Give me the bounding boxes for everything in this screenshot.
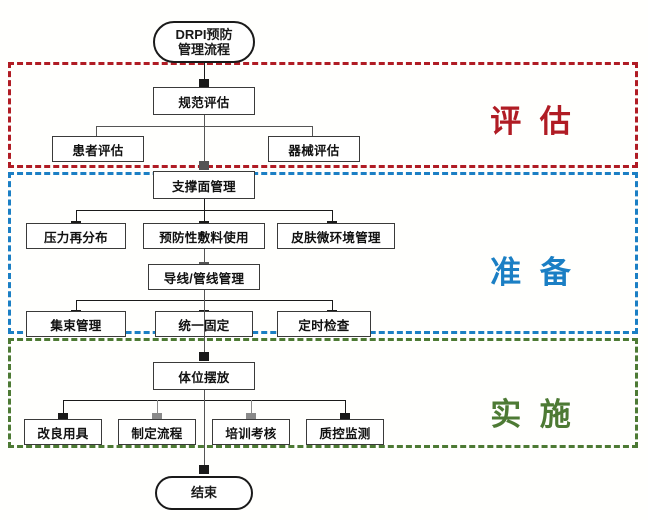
node-n12[interactable]: 体位摆放 <box>153 362 255 390</box>
node-n16[interactable]: 质控监测 <box>306 419 384 445</box>
arrowhead-n8-to-n12 <box>198 352 209 361</box>
phase-label-preparation: 准 备 <box>490 255 576 290</box>
connector-n4-down <box>204 199 205 210</box>
node-n9[interactable]: 集束管理 <box>26 311 126 337</box>
connector-bus-to-n2 <box>96 126 97 137</box>
connector-bus-to-n6 <box>204 210 205 221</box>
node-n2[interactable]: 患者评估 <box>52 136 144 162</box>
connector-bus-to-n3 <box>312 126 313 137</box>
node-n7[interactable]: 皮肤微环境管理 <box>277 223 395 249</box>
start-node-line1: DRPI预防 <box>175 26 233 42</box>
phase-label-implementation: 实 施 <box>490 397 576 432</box>
arrowhead-start-to-n1 <box>198 79 209 88</box>
connector-bus-to-n13 <box>63 400 64 413</box>
connector-n1-to-n4 <box>204 115 205 161</box>
connector-n8-to-n12 <box>204 290 205 356</box>
arrowhead-to-n16 <box>339 413 350 422</box>
connector-bus-to-n14 <box>157 400 158 413</box>
node-n5[interactable]: 压力再分布 <box>26 223 126 249</box>
node-n13[interactable]: 改良用具 <box>24 419 102 445</box>
connector-bus-to-n7 <box>332 210 333 221</box>
connector-bus-to-n15 <box>251 400 252 413</box>
arrowhead-n1-to-n4 <box>198 161 209 170</box>
node-n6[interactable]: 预防性敷料使用 <box>143 223 265 249</box>
node-n8[interactable]: 导线/管线管理 <box>148 264 260 290</box>
node-n15[interactable]: 培训考核 <box>212 419 290 445</box>
node-n4[interactable]: 支撑面管理 <box>153 171 255 199</box>
arrowhead-to-n13 <box>57 413 68 422</box>
connector-start-to-n1 <box>204 63 205 79</box>
connector-bus-to-n5 <box>76 210 77 221</box>
start-node-line2: 管理流程 <box>177 42 230 57</box>
arrowhead-n12-to-end <box>198 465 209 474</box>
node-n3[interactable]: 器械评估 <box>268 136 360 162</box>
arrowhead-to-n14 <box>151 413 162 422</box>
connector-bus-to-n11 <box>332 300 333 310</box>
end-node[interactable]: 结束 <box>155 476 253 510</box>
phase-label-assessment: 评 估 <box>490 104 576 139</box>
arrowhead-to-n15 <box>245 413 256 422</box>
node-n11[interactable]: 定时检查 <box>277 311 371 337</box>
start-node[interactable]: DRPI预防 管理流程 <box>153 21 255 63</box>
node-n14[interactable]: 制定流程 <box>118 419 196 445</box>
phase-region-implementation <box>8 338 638 448</box>
connector-bus-to-n16 <box>345 400 346 413</box>
connector-n12-to-end <box>204 390 205 468</box>
phase-region-assessment <box>8 62 638 168</box>
node-n1[interactable]: 规范评估 <box>153 87 255 115</box>
connector-bus-to-n9 <box>76 300 77 310</box>
connector-n6-to-n8 <box>204 249 205 262</box>
